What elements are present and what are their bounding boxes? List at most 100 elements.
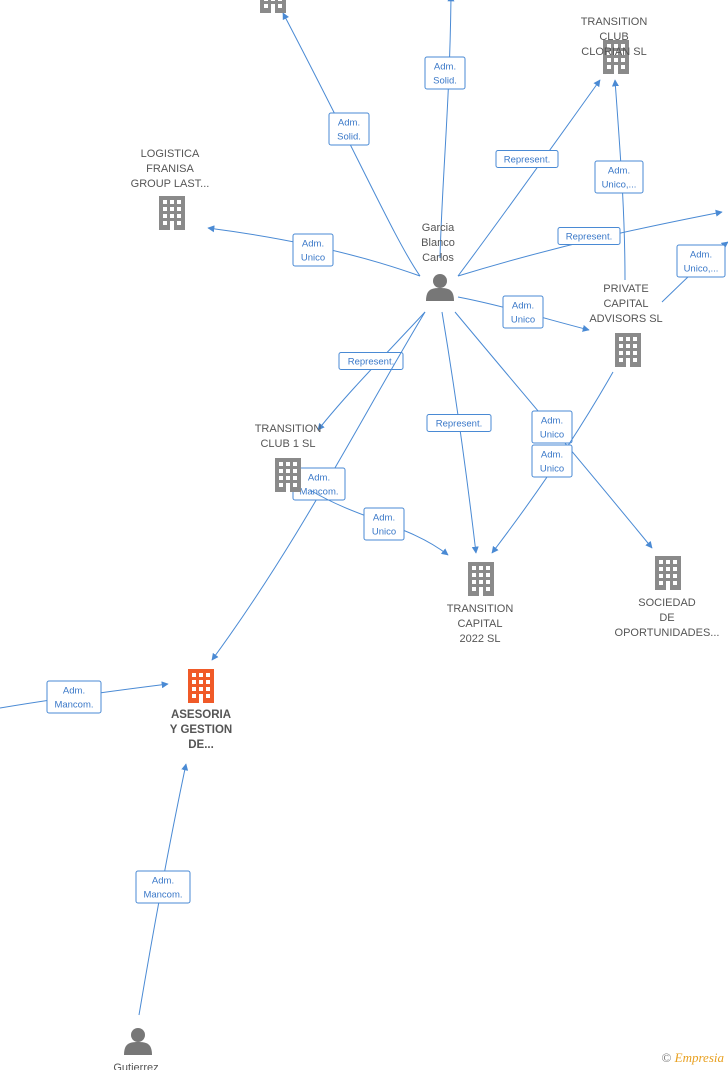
node-asesoria[interactable]: ASESORIA Y GESTION DE... — [170, 669, 232, 751]
node-label: TRANSITION — [581, 16, 648, 28]
empresia-logo: Empresia — [674, 1050, 724, 1065]
edge-label-text: Represent. — [504, 155, 550, 166]
node-label: Garcia — [422, 222, 455, 234]
edge-label-box[interactable] — [338, 352, 404, 370]
node-label: 2022 SL — [460, 633, 501, 645]
node-label: DE... — [188, 739, 214, 751]
edge-label-text: Mancom. — [143, 890, 182, 901]
edge-line — [282, 12, 421, 277]
edge-label-text: Adm. — [373, 513, 395, 524]
edge-label-text: Adm. — [541, 416, 563, 427]
person-icon — [124, 1028, 152, 1055]
node-gutierrez[interactable]: Gutierrez — [113, 1028, 159, 1070]
edge-label-box[interactable] — [502, 295, 544, 329]
edge-4[interactable]: Adm. Unico — [207, 225, 421, 277]
edge-label-box[interactable] — [531, 444, 573, 478]
edge-5[interactable]: Represent. — [457, 209, 723, 277]
edge-0[interactable]: Adm. Solid. — [282, 12, 421, 277]
edge-label-text: Unico,... — [684, 264, 719, 275]
edge-12[interactable]: Adm. Unico — [491, 371, 614, 554]
node-label: SOCIEDAD — [638, 597, 696, 609]
edge-label-box[interactable] — [328, 112, 370, 146]
edge-label-box[interactable] — [46, 680, 102, 714]
edge-label-text: Unico — [301, 253, 325, 264]
edge-label-box[interactable] — [531, 410, 573, 444]
edge-label-box[interactable] — [495, 150, 559, 168]
building-icon — [275, 458, 301, 492]
node-label: CAPITAL — [457, 618, 502, 630]
edge-7[interactable]: Adm. Unico — [457, 295, 590, 332]
edge-6[interactable]: Adm. Unico,... — [661, 241, 728, 303]
edge-label-box[interactable] — [594, 160, 644, 194]
node-label: GROUP LAST... — [131, 178, 210, 190]
edge-14[interactable]: Adm.Mancom. — [0, 680, 169, 714]
edge-label-box[interactable] — [557, 227, 621, 245]
node-logistica[interactable]: LOGISTICA FRANISA GROUP LAST... — [131, 148, 210, 230]
node-label: Blanco — [421, 237, 455, 249]
edge-label-text: Represent. — [436, 419, 482, 430]
edge-label-text: Unico — [372, 527, 396, 538]
edge-label-text: Solid. — [337, 132, 361, 143]
node-label: CLORIAN SL — [581, 46, 646, 58]
nodes-layer: TRANSITION CLUB CLORIAN SL LOGISTICA FRANISA… — [113, 0, 720, 1070]
edge-label-text: Unico — [540, 464, 564, 475]
node-label: CLUB 1 SL — [260, 438, 315, 450]
node-label: DE — [659, 612, 674, 624]
node-label: Y GESTION — [170, 724, 232, 736]
edge-label-text: Adm. — [690, 250, 712, 261]
edge-label-box[interactable] — [135, 870, 191, 904]
edge-label-box[interactable] — [426, 414, 492, 432]
edge-3[interactable]: Adm.Unico,... — [594, 79, 644, 281]
edge-line — [439, 0, 455, 259]
node-top-left[interactable] — [260, 0, 286, 13]
edge-15[interactable]: Adm. Mancom. — [135, 763, 191, 1016]
edge-line — [317, 311, 426, 431]
edge-label-text: Unico — [511, 315, 535, 326]
edge-label-box[interactable] — [363, 507, 405, 541]
node-transition-club-clorian[interactable]: TRANSITION CLUB CLORIAN SL — [581, 16, 648, 74]
node-label: OPORTUNIDADES... — [615, 627, 720, 639]
edge-label-box[interactable] — [676, 244, 726, 278]
edge-9[interactable]: Adm. Mancom. — [211, 311, 426, 661]
building-icon — [615, 333, 641, 367]
node-transition-club-1[interactable]: TRANSITION CLUB 1 SL — [255, 423, 322, 492]
edge-label-text: Adm. — [152, 876, 174, 887]
building-icon — [159, 196, 185, 230]
node-label: ASESORIA — [171, 709, 231, 721]
edges-layer: Adm.Solid.Adm.Solid.Represent.Adm.Unico,… — [0, 0, 728, 1016]
edge-label-text: Adm. — [541, 450, 563, 461]
edge-label-text: Adm. — [434, 62, 456, 73]
edge-line — [441, 311, 479, 554]
edge-10[interactable]: Represent. — [426, 311, 492, 554]
node-label: Carlos — [422, 252, 454, 264]
edge-label-text: Unico,... — [602, 180, 637, 191]
edge-label-text: Adm. — [302, 239, 324, 250]
node-label: TRANSITION — [255, 423, 322, 435]
edge-1[interactable]: Adm.Solid. — [424, 0, 466, 259]
node-sociedad[interactable]: SOCIEDAD DE OPORTUNIDADES... — [615, 556, 720, 639]
main-building-icon — [188, 669, 214, 703]
person-icon — [426, 274, 454, 301]
edge-label-text: Adm. — [63, 686, 85, 697]
edge-label-text: Unico — [540, 430, 564, 441]
edge-8[interactable]: Represent. — [317, 311, 426, 431]
edge-label-text: Represent. — [348, 357, 394, 368]
edge-label-box[interactable] — [292, 233, 334, 267]
edge-11[interactable]: Adm. Unico — [454, 311, 653, 549]
building-icon — [260, 0, 286, 13]
edge-label-text: Mancom. — [299, 487, 338, 498]
node-label: LOGISTICA — [141, 148, 200, 160]
edge-label-text: Adm. — [512, 301, 534, 312]
edge-13[interactable]: Adm. Unico — [309, 489, 449, 556]
node-label: CLUB — [599, 31, 628, 43]
node-label: CAPITAL — [603, 298, 648, 310]
edge-2[interactable]: Represent. — [457, 79, 601, 277]
node-label: ADVISORS SL — [589, 313, 662, 325]
node-label: FRANISA — [146, 163, 194, 175]
edge-label-box[interactable] — [424, 56, 466, 90]
copyright-notice: © Empresia — [662, 1050, 725, 1066]
